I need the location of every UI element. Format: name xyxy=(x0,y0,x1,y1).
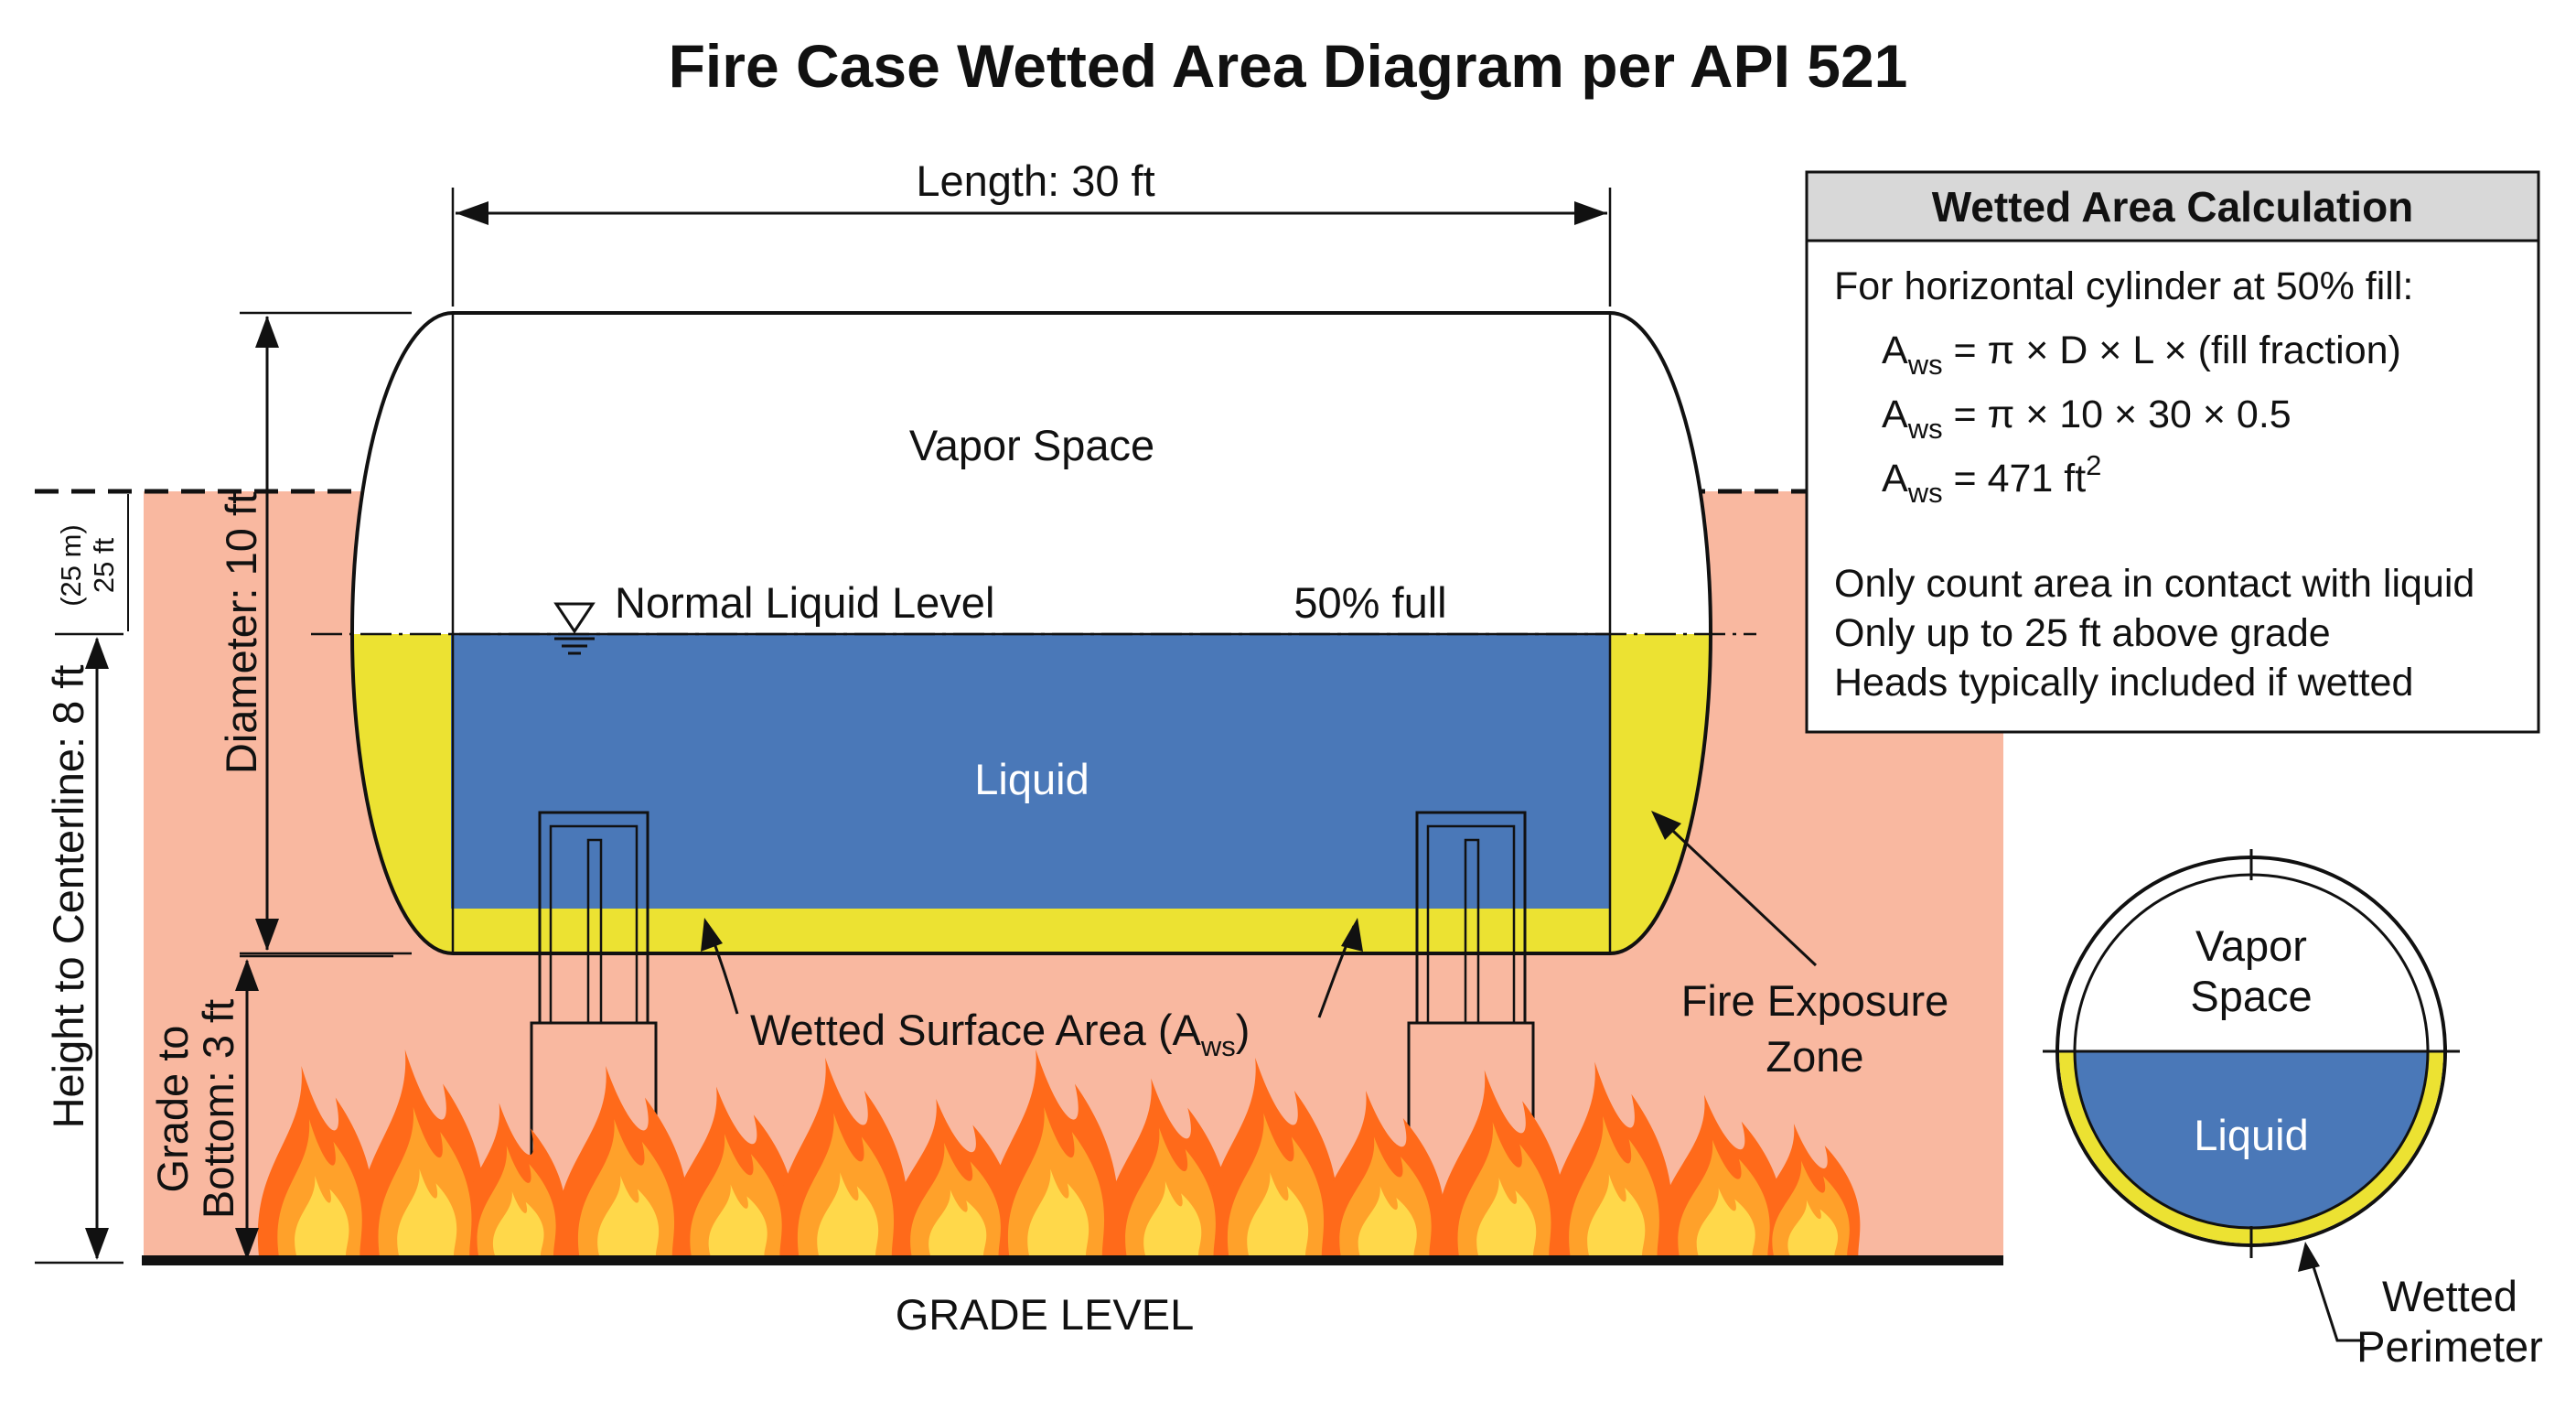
normal-liquid-level-label: Normal Liquid Level xyxy=(615,578,994,627)
height-to-centerline-label: Height to Centerline: 8 ft xyxy=(44,665,92,1129)
equation-result: Aws = 471 ft2 xyxy=(1882,449,2101,509)
flame-icon xyxy=(1143,1180,1202,1255)
height-to-centerline-dimension xyxy=(35,632,123,1265)
diameter-dimension xyxy=(240,311,412,955)
flame-icon xyxy=(1358,1186,1417,1255)
fill-percent-label: 50% full xyxy=(1293,578,1446,627)
wetted-area-arrows xyxy=(701,918,1363,1018)
cross-section-vapor-label-line2: Space xyxy=(2190,972,2312,1020)
flame-icon xyxy=(708,1184,767,1255)
wetted-perimeter-label-line2: Perimeter xyxy=(2356,1322,2543,1371)
liquid-label: Liquid xyxy=(974,755,1089,803)
calculation-panel-header xyxy=(1805,170,2540,242)
flame-icon xyxy=(1027,1168,1089,1255)
equation-general: Aws = π × D × L × (fill fraction) xyxy=(1882,328,2401,381)
cross-section xyxy=(2043,849,2460,1258)
flame-icon xyxy=(928,1189,987,1255)
fire-zone-label-line2: Zone xyxy=(1766,1032,1863,1081)
flame-icon xyxy=(1696,1188,1755,1255)
grade-level-label: GRADE LEVEL xyxy=(896,1290,1195,1339)
grade-to-bottom-label-line1: Grade to xyxy=(148,1026,197,1193)
equation-substituted: Aws = π × 10 × 30 × 0.5 xyxy=(1882,393,2292,445)
calculation-note: Heads typically included if wetted xyxy=(1834,661,2413,705)
grade-level-line xyxy=(142,1255,2003,1265)
calculation-panel xyxy=(1805,170,2540,734)
calculation-note: Only count area in contact with liquid xyxy=(1834,562,2474,606)
length-label: Length: 30 ft xyxy=(916,156,1154,205)
flame-icon xyxy=(1247,1172,1309,1255)
wetted-perimeter-arrow xyxy=(2298,1242,2365,1342)
flame-icon xyxy=(1476,1177,1537,1255)
grade-to-bottom-dimension xyxy=(235,954,393,1260)
diagram-title: Fire Case Wetted Area Diagram per API 52… xyxy=(669,32,1908,100)
diameter-label: Diameter: 10 ft xyxy=(217,492,265,774)
wetted-perimeter-label-line1: Wetted xyxy=(2382,1272,2517,1320)
flame-icon xyxy=(597,1176,660,1255)
fire-zone-label-line1: Fire Exposure xyxy=(1681,976,1949,1025)
elevation-limit-metric: (25 m) xyxy=(55,524,87,607)
flame-icon xyxy=(493,1191,544,1255)
calculation-intro: For horizontal cylinder at 50% fill: xyxy=(1834,264,2413,308)
calculation-panel-title: Wetted Area Calculation xyxy=(1932,183,2414,231)
elevation-limit-feet: 25 ft xyxy=(88,537,120,593)
fire-zone-arrow xyxy=(1651,811,1818,967)
length-dimension xyxy=(451,188,1612,307)
vapor-space-label: Vapor Space xyxy=(909,421,1154,469)
cross-section-liquid-label: Liquid xyxy=(2194,1111,2308,1159)
grade-to-bottom-label-line2: Bottom: 3 ft xyxy=(194,999,242,1219)
liquid-level-symbol-icon xyxy=(553,602,596,655)
cross-section-vapor-label-line1: Vapor xyxy=(2195,921,2307,970)
flame-icon xyxy=(817,1172,879,1255)
cross-section-liquid xyxy=(2075,1051,2428,1228)
fire-flames xyxy=(257,1049,1861,1255)
flame-icon xyxy=(1587,1174,1646,1255)
flame-icon xyxy=(397,1168,457,1255)
calculation-note: Only up to 25 ft above grade xyxy=(1834,611,2331,655)
wetted-area-label: Wetted Surface Area (Aws) xyxy=(750,1006,1250,1062)
flame-icon xyxy=(295,1176,349,1255)
flame-icon xyxy=(1787,1200,1839,1255)
